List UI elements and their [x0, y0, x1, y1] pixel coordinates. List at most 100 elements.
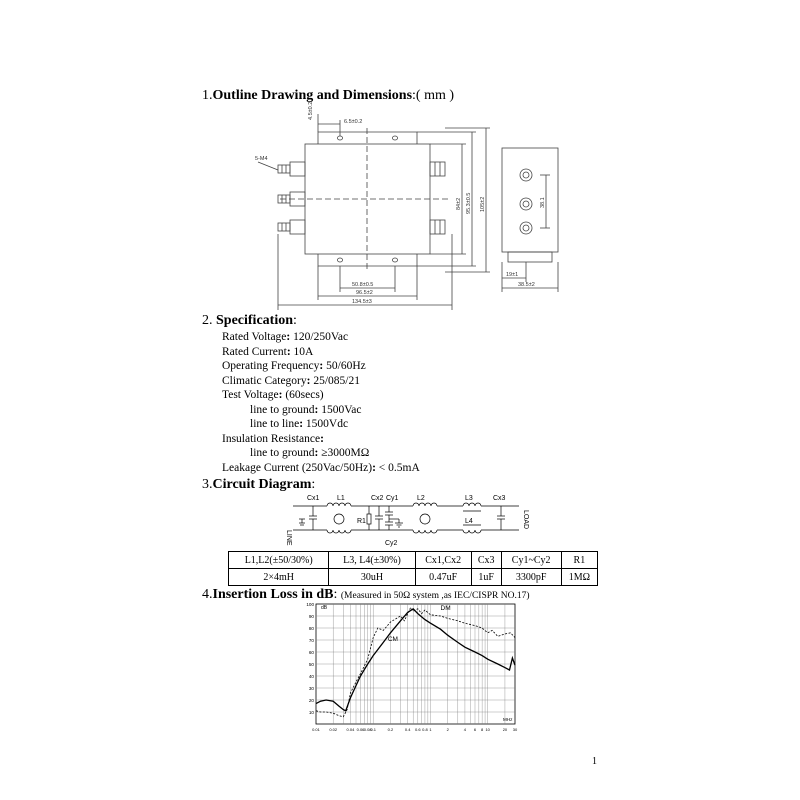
label-l3: L3 [465, 495, 473, 502]
x-tick-label: 30 [513, 727, 518, 732]
y-axis-label: dB [321, 605, 328, 611]
spec-value: 50/60Hz [323, 360, 366, 372]
outline-drawing: 4.5±0.2 6.5±0.2 5-M4 50.8±0.5 96.5±2 134… [255, 102, 559, 310]
spec-separator: : [278, 389, 283, 401]
chart-grid [315, 603, 516, 725]
spec-separator: : [299, 418, 304, 430]
x-tick-label: 2 [447, 727, 450, 732]
x-tick-label: 0.6 [415, 727, 421, 732]
table-cell: 1uF [470, 568, 502, 586]
spec-label: Rated Current [222, 345, 287, 358]
spec-separator: : [286, 331, 291, 343]
spec-separator: : [319, 360, 324, 372]
dim-38-1: 38.1 [540, 197, 546, 208]
x-tick-label: 20 [503, 727, 508, 732]
y-tick-label: 80 [309, 626, 315, 631]
dim-4-5: 4.5±0.2 [308, 102, 314, 120]
table-header-cell: Cx3 [470, 551, 502, 569]
spec-separator: : [306, 374, 311, 387]
spec-label: line to ground [250, 403, 315, 416]
series-label-dm: DM [441, 605, 451, 612]
spec-separator: : [320, 432, 324, 445]
x-tick-label: 0.4 [405, 727, 411, 732]
spec-item: line to ground: 1500Vac [222, 403, 420, 418]
label-l4: L4 [465, 518, 473, 525]
y-tick-label: 30 [309, 686, 315, 691]
table-cell: 3300pF [500, 568, 562, 586]
spec-value: 1500Vdc [303, 418, 349, 430]
dim-19: 19±1 [506, 272, 518, 278]
x-tick-label: 0.06 [357, 727, 366, 732]
section-circuit-heading: 3.Circuit Diagram: [202, 477, 316, 492]
series-label-cm: CM [388, 636, 398, 643]
inductor-l1-top [326, 502, 352, 507]
spec-value: 1500Vac [318, 403, 362, 416]
y-tick-label: 60 [309, 650, 315, 655]
dim-screw: 5-M4 [255, 156, 268, 162]
spec-value: ≥3000MΩ [318, 447, 370, 459]
spec-value: (60secs) [282, 389, 324, 401]
spec-item: Test Voltage: (60secs) [222, 388, 420, 403]
label-load: LOAD [522, 510, 529, 529]
x-tick-label: 0.8 [422, 727, 428, 732]
section-loss-heading: 4.Insertion Loss in dB: (Measured in 50Ω… [202, 587, 530, 602]
y-tick-label: 20 [309, 698, 315, 703]
y-tick-label: 50 [309, 662, 315, 667]
inductor-l3 [462, 502, 482, 507]
table-row: 2×4mH 30uH 0.47uF 1uF 3300pF 1MΩ [227, 568, 599, 586]
table-cell: 0.47uF [414, 568, 472, 586]
spec-item: line to ground: ≥3000MΩ [222, 446, 420, 461]
spec-label: Test Voltage [222, 389, 279, 401]
series-line-cm [315, 607, 516, 712]
spec-item: Climatic Category: 25/085/21 [222, 374, 420, 389]
spec-separator: : [314, 447, 319, 459]
spec-item: Insulation Resistance: [222, 432, 420, 447]
table-header-cell: Cx1,Cx2 [414, 551, 472, 569]
spec-label: line to ground [250, 447, 315, 459]
dim-95-3: 95.3±0.5 [466, 193, 472, 214]
x-tick-label: 0.2 [388, 727, 394, 732]
table-cell: 1MΩ [560, 568, 599, 586]
spec-value: 120/250Vac [290, 331, 349, 343]
spec-label: Leakage Current (250Vac/50Hz) [222, 461, 373, 474]
x-tick-label: 1 [429, 727, 432, 732]
dim-105: 105±2 [480, 197, 486, 212]
inductor-l2-top [412, 502, 438, 507]
label-cy1: Cy1 [386, 495, 399, 502]
spec-item: Rated Voltage: 120/250Vac [222, 330, 420, 345]
spec-label: Insulation Resistance [222, 432, 321, 445]
core-l1 [333, 513, 345, 525]
x-tick-label: 0.08 [364, 727, 373, 732]
spec-item: Rated Current: 10A [222, 345, 420, 360]
spec-label: line to line [250, 418, 300, 430]
x-tick-label: 8 [481, 727, 484, 732]
label-cx1: Cx1 [307, 495, 320, 502]
x-tick-label: 0.02 [329, 727, 338, 732]
right-terminals [429, 161, 446, 235]
label-cx3: Cx3 [493, 495, 506, 502]
x-axis-label: MHz [503, 717, 513, 722]
spec-label: Rated Voltage [222, 331, 287, 343]
label-l1: L1 [337, 495, 345, 502]
table-header-cell: R1 [560, 551, 599, 569]
table-header-row: L1,L2(±50/30%) L3, L4(±30%) Cx1,Cx2 Cx3 … [227, 551, 599, 569]
y-tick-label: 70 [309, 638, 315, 643]
y-tick-label: 10 [309, 710, 315, 715]
spec-label: Operating Frequency [222, 360, 320, 372]
table-header-cell: Cy1~Cy2 [500, 551, 562, 569]
dim-38-5: 38.5±2 [518, 282, 535, 288]
dim-96-5: 96.5±2 [356, 290, 373, 296]
inductor-l2-bottom [412, 529, 438, 534]
dim-6-5: 6.5±0.2 [344, 119, 362, 125]
section-spec-heading: 2. Specification: [202, 313, 297, 328]
table-cell: 30uH [328, 568, 416, 586]
table-header-cell: L3, L4(±30%) [328, 551, 416, 569]
spec-item: line to line: 1500Vdc [222, 417, 420, 432]
label-r1: R1 [357, 518, 366, 525]
table-header-cell: L1,L2(±50/30%) [227, 551, 330, 569]
label-cy2: Cy2 [385, 540, 398, 547]
inductor-l4 [462, 529, 482, 534]
core-l2 [419, 513, 431, 525]
x-tick-label: 10 [485, 727, 490, 732]
